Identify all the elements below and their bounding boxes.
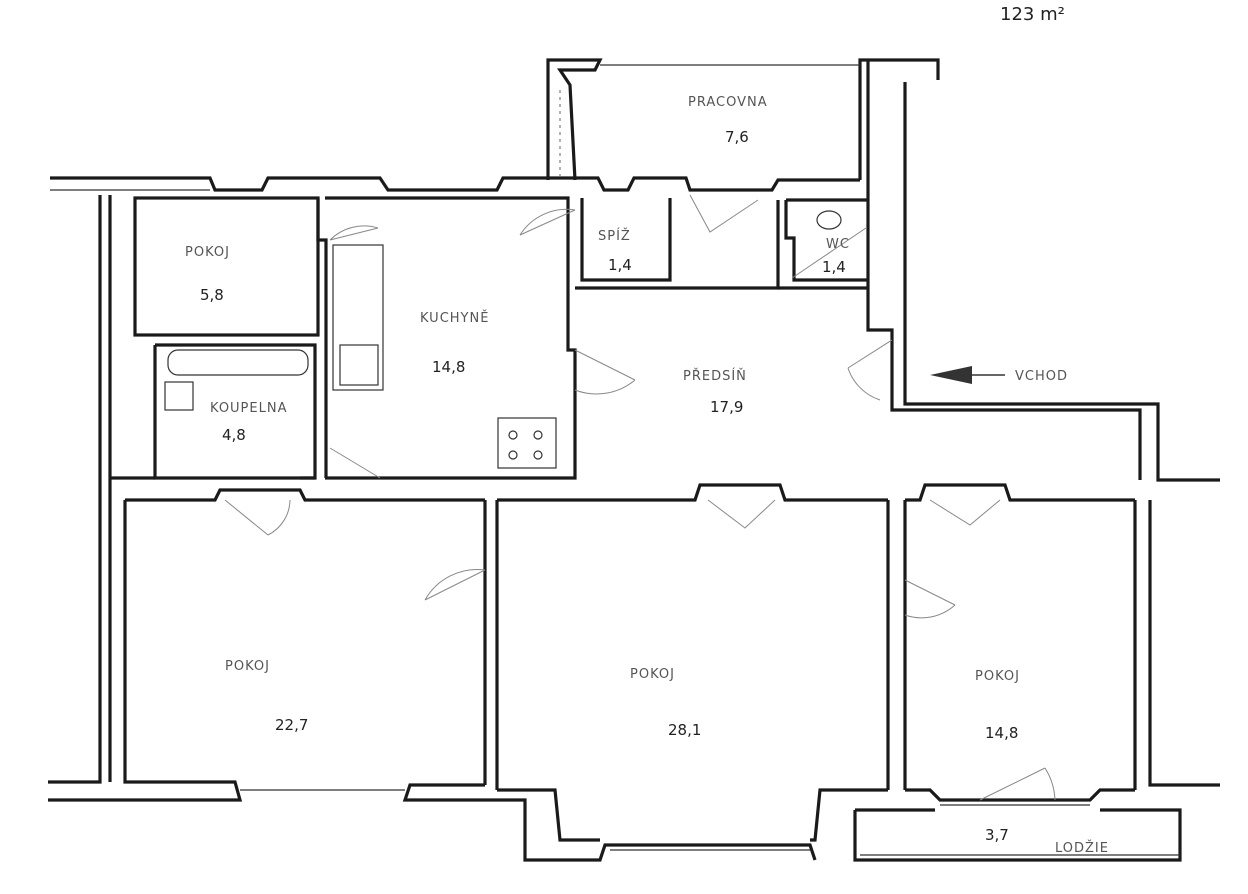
entrance-label: VCHOD: [1015, 369, 1068, 384]
room-area: 28,1: [668, 721, 701, 739]
room-area: 1,4: [822, 258, 846, 276]
room-pracovna: PRACOVNA 7,6: [688, 95, 768, 146]
room-area: 3,7: [985, 826, 1009, 844]
room-name: PŘEDSÍŇ: [683, 368, 747, 384]
room-name: POKOJ: [185, 245, 230, 260]
room-area: 7,6: [725, 128, 749, 146]
room-pokoj-right: POKOJ 14,8: [975, 669, 1020, 742]
room-name: POKOJ: [630, 667, 675, 682]
room-koupelna: KOUPELNA 4,8: [210, 401, 287, 444]
room-area: 14,8: [985, 724, 1018, 742]
entrance-arrow-icon: [930, 366, 972, 384]
room-area: 5,8: [200, 286, 224, 304]
total-area: 123 m²: [1000, 4, 1065, 25]
room-lodzie: 3,7 LODŽIE: [985, 826, 1109, 856]
room-name: POKOJ: [975, 669, 1020, 684]
room-predsin: PŘEDSÍŇ 17,9: [683, 368, 747, 416]
room-name: KOUPELNA: [210, 401, 287, 416]
room-pokoj-left: POKOJ 22,7: [225, 659, 308, 734]
door-swings: [224, 194, 1056, 801]
room-wc: WC 1,4: [822, 237, 850, 276]
room-area: 17,9: [710, 398, 743, 416]
room-area: 14,8: [432, 358, 465, 376]
room-name: WC: [826, 237, 850, 252]
room-area: 4,8: [222, 426, 246, 444]
room-name: SPÍŽ: [598, 228, 631, 244]
room-pokoj-small: POKOJ 5,8: [185, 245, 230, 304]
room-area: 22,7: [275, 716, 308, 734]
entrance-marker: VCHOD: [930, 366, 1068, 384]
room-spiz: SPÍŽ 1,4: [598, 228, 632, 274]
room-pokoj-center: POKOJ 28,1: [630, 667, 701, 739]
walls: [48, 58, 1220, 862]
room-name: KUCHYNĚ: [420, 310, 489, 326]
room-name: POKOJ: [225, 659, 270, 674]
room-kuchyne: KUCHYNĚ 14,8: [420, 310, 489, 376]
room-name: PRACOVNA: [688, 95, 768, 110]
room-area: 1,4: [608, 256, 632, 274]
room-name: LODŽIE: [1055, 840, 1109, 856]
